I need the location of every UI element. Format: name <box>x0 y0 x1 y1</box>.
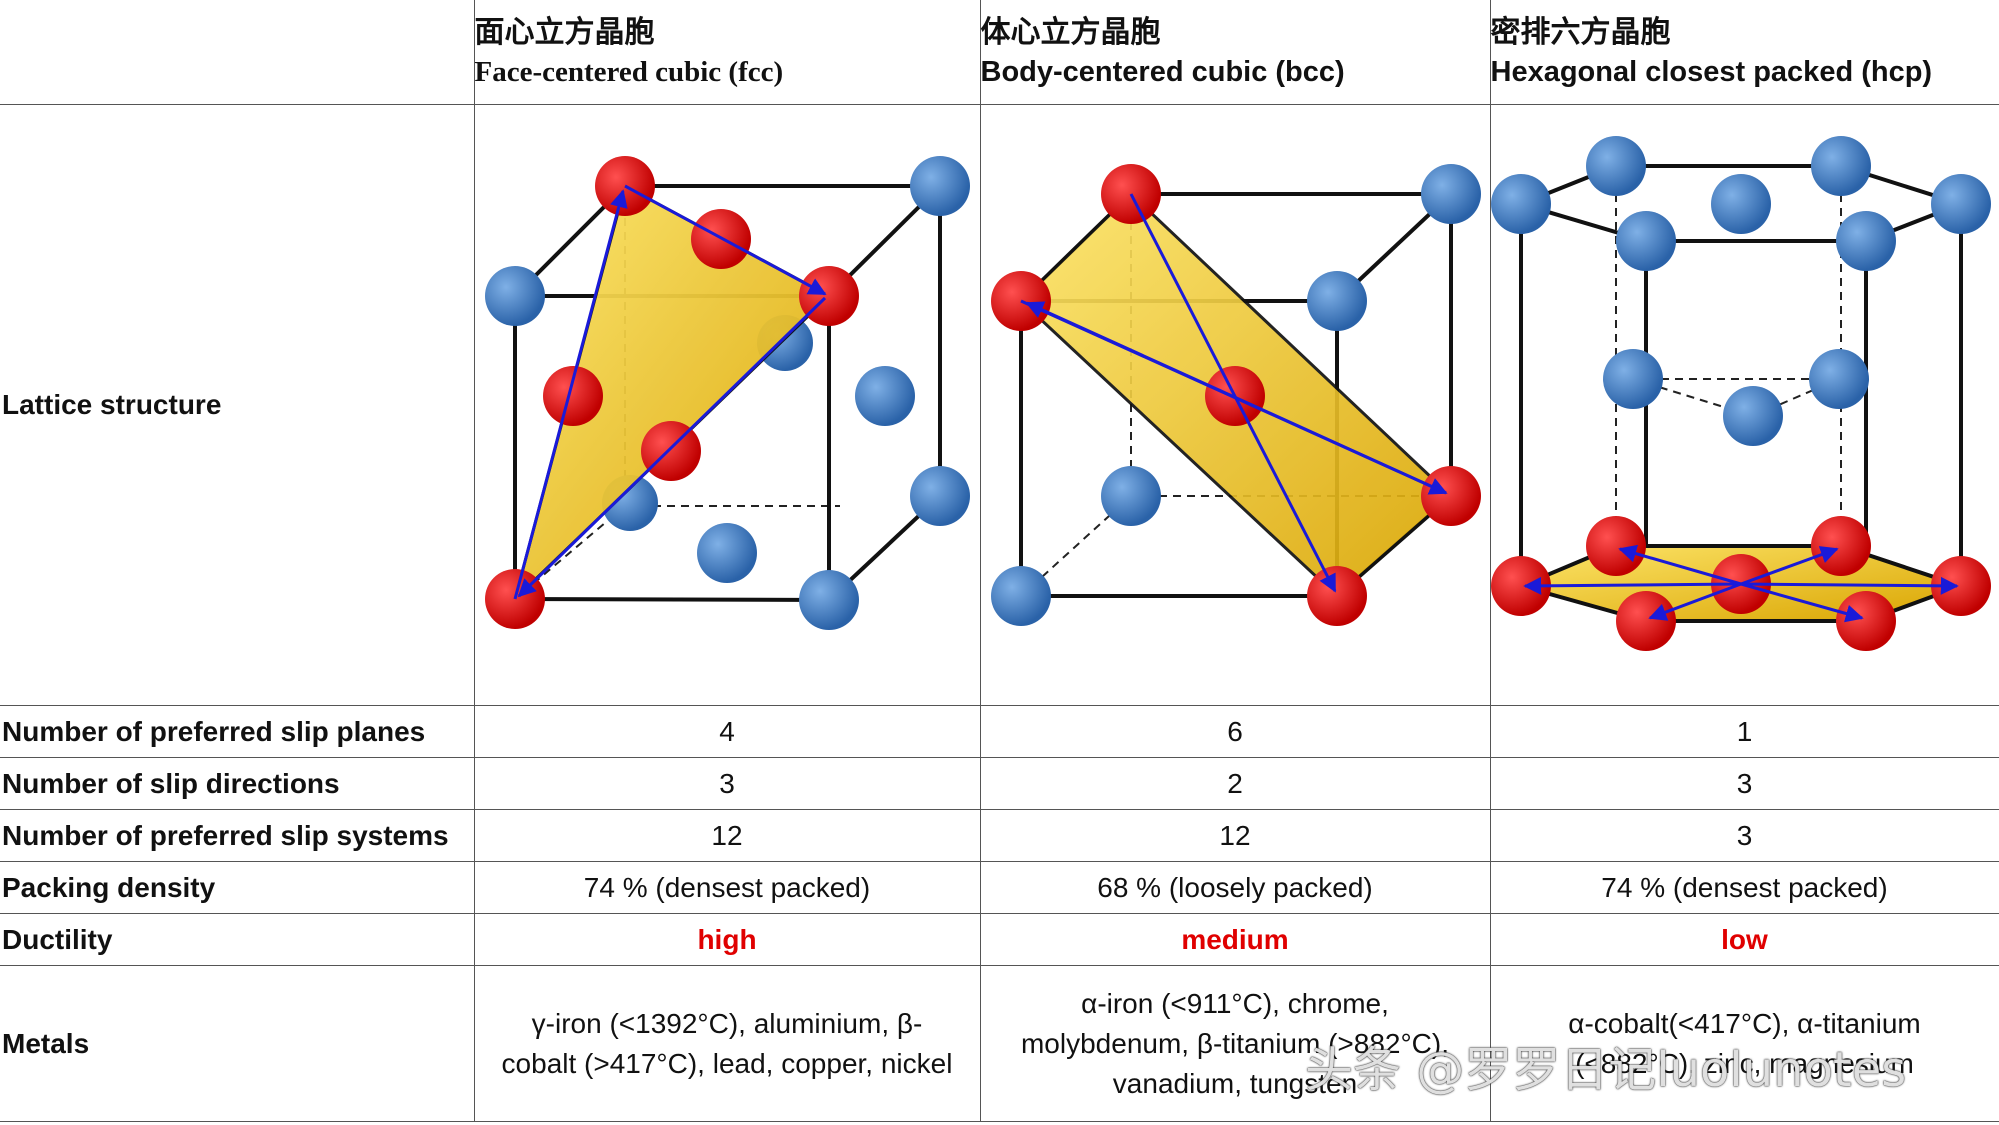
lattice-row: Lattice structure <box>0 104 1999 706</box>
fcc-slip-planes: 4 <box>473 705 981 758</box>
hcp-metals-line: (<882°C), zinc, magnesium <box>1575 1047 1914 1079</box>
watermark: 头条 @罗罗日记luolunotes <box>1305 1042 1907 1098</box>
bcc-diagram-cell <box>979 104 1491 706</box>
bcc-metals: α-iron (<911°C), chrome, molybdenum, β-t… <box>979 965 1491 1122</box>
packing-row: Packing density 74 % (densest packed) 68… <box>0 861 1999 914</box>
row-label-slip-directions: Number of slip directions <box>0 757 475 810</box>
hcp-slip-planes: 1 <box>1489 705 1999 758</box>
row-label-ductility: Ductility <box>0 913 475 966</box>
slip-planes-row: Number of preferred slip planes 4 6 1 <box>0 705 1999 758</box>
fcc-diagram-cell <box>473 104 981 706</box>
hcp-packing: 74 % (densest packed) <box>1489 861 1999 914</box>
fcc-ductility: high <box>473 913 981 966</box>
header-empty <box>0 0 475 105</box>
hcp-diagram-cell <box>1489 104 1999 706</box>
hcp-metals: α-cobalt(<417°C), α-titanium (<882°C), z… <box>1489 965 1999 1122</box>
hcp-ductility: low <box>1489 913 1999 966</box>
bcc-slip-planes: 6 <box>979 705 1491 758</box>
bcc-metals-line: α-iron (<911°C), chrome, <box>1081 987 1389 1019</box>
fcc-lattice-diagram <box>484 155 970 630</box>
bcc-slip-systems: 12 <box>979 809 1491 862</box>
row-label-metals: Metals <box>0 965 475 1122</box>
fcc-slip-directions: 3 <box>473 757 981 810</box>
hcp-slip-directions: 3 <box>1489 757 1999 810</box>
fcc-metals-line: γ-iron (<1392°C), aluminium, β- <box>531 1007 923 1039</box>
ductility-row: Ductility high medium low <box>0 913 1999 966</box>
fcc-metals: γ-iron (<1392°C), aluminium, β- cobalt (… <box>473 965 981 1122</box>
slip-systems-row: Number of preferred slip systems 12 12 3 <box>0 809 1999 862</box>
row-label-lattice: Lattice structure <box>0 104 475 706</box>
row-label-slip-systems: Number of preferred slip systems <box>0 809 475 862</box>
hcp-lattice-diagram <box>1490 135 1991 651</box>
bcc-ductility: medium <box>979 913 1491 966</box>
metals-row: Metals γ-iron (<1392°C), aluminium, β- c… <box>0 965 1999 1122</box>
fcc-packing: 74 % (densest packed) <box>473 861 981 914</box>
row-label-packing: Packing density <box>0 861 475 914</box>
bcc-metals-line: molybdenum, β-titanium (>882°C), <box>1020 1027 1450 1059</box>
row-label-slip-planes: Number of preferred slip planes <box>0 705 475 758</box>
fcc-slip-systems: 12 <box>473 809 981 862</box>
bcc-slip-directions: 2 <box>979 757 1491 810</box>
hcp-slip-systems: 3 <box>1489 809 1999 862</box>
hcp-metals-line: α-cobalt(<417°C), α-titanium <box>1568 1007 1921 1039</box>
bcc-lattice-diagram <box>990 163 1481 626</box>
slip-directions-row: Number of slip directions 3 2 3 <box>0 757 1999 810</box>
bcc-metals-line: vanadium, tungsten <box>1112 1067 1358 1099</box>
fcc-metals-line: cobalt (>417°C), lead, copper, nickel <box>501 1047 953 1079</box>
bcc-packing: 68 % (loosely packed) <box>979 861 1491 914</box>
